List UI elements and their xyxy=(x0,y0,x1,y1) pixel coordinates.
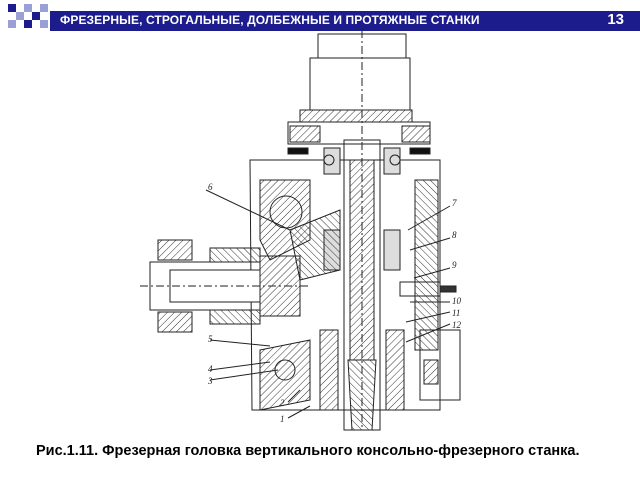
corner-decoration xyxy=(0,0,50,40)
deco-square xyxy=(40,20,48,28)
callout-label: 10 xyxy=(452,296,462,306)
callout-label: 12 xyxy=(452,320,462,330)
header-bar xyxy=(50,11,640,31)
callout-label: 11 xyxy=(452,308,460,318)
callout-label: 1 xyxy=(280,414,285,424)
callout-label: 3 xyxy=(207,376,213,386)
deco-square xyxy=(32,12,40,20)
page-number: 13 xyxy=(607,11,624,28)
deco-square xyxy=(24,20,32,28)
deco-square xyxy=(8,4,16,12)
callout-label: 4 xyxy=(208,364,213,374)
callout-label: 6 xyxy=(208,182,213,192)
figure-caption: Рис.1.11. Фрезерная головка вертикальног… xyxy=(36,443,580,459)
callout-label: 7 xyxy=(452,198,457,208)
callout-label: 2 xyxy=(280,398,285,408)
milling-head-drawing: 6 7 8 9 10 11 12 5 4 3 2 1 xyxy=(140,30,462,431)
callout-label: 5 xyxy=(208,334,213,344)
callout-label: 8 xyxy=(452,230,457,240)
page-title: ФРЕЗЕРНЫЕ, СТРОГАЛЬНЫЕ, ДОЛБЕЖНЫЕ И ПРОТ… xyxy=(60,13,480,27)
deco-square xyxy=(16,12,24,20)
callout-label: 9 xyxy=(452,260,457,270)
deco-square xyxy=(24,4,32,12)
deco-square xyxy=(40,4,48,12)
deco-square xyxy=(8,20,16,28)
